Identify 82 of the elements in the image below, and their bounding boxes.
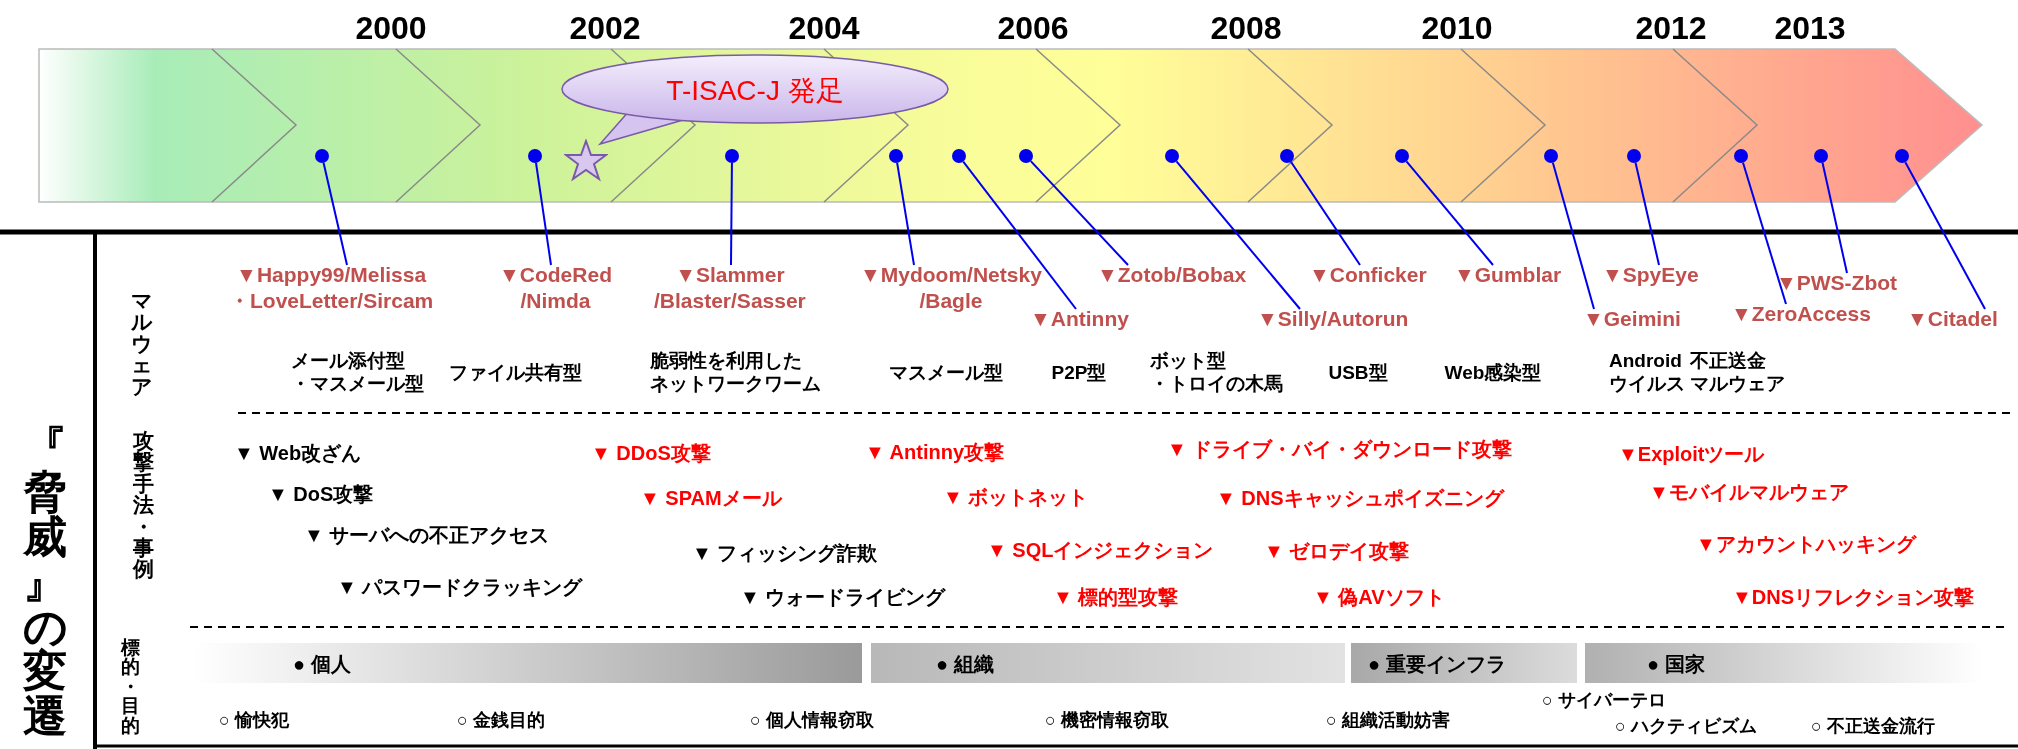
malware-name: ▼Citadel: [1907, 306, 1998, 333]
malware-type: マスメール型: [889, 361, 1003, 385]
row-heading: マルウェア: [131, 290, 153, 398]
malware-name: ▼Conficker: [1309, 262, 1427, 289]
attack-method: ▼Exploitツール: [1618, 442, 1765, 466]
leader-line: [730, 162, 733, 266]
malware-type: 脆弱性を利用したネットワークワーム: [649, 350, 821, 396]
leader-line: [896, 161, 915, 266]
year-label: 2008: [1210, 8, 1282, 48]
leader-line: [1175, 160, 1301, 310]
motive-label: ○ 不正送金流行: [1811, 716, 1935, 738]
motive-label: ○ ハクティビズム: [1615, 716, 1757, 738]
attack-method: ▼ ボットネット: [943, 485, 1089, 509]
malware-type: メール添付型・マスメール型: [290, 350, 424, 396]
malware-name: ▼Happy99/Melissa ・LoveLetter/Sircam: [229, 262, 434, 315]
band-text: ● 組織: [936, 652, 994, 677]
year-label: 2006: [997, 8, 1069, 48]
malware-name: ▼Geimini: [1583, 306, 1681, 333]
malware-name: ▼PWS-Zbot: [1776, 270, 1898, 297]
attack-method: ▼ Web改ざん: [234, 441, 362, 465]
attack-method: ▼ ウォードライビング: [740, 585, 946, 609]
row-heading: 攻撃手法・事例: [133, 430, 155, 580]
attack-method: ▼DNSリフレクション攻撃: [1732, 585, 1975, 609]
malware-name: ▼Silly/Autorun: [1257, 306, 1409, 333]
year-label: 2004: [788, 8, 860, 48]
malware-type: USB型: [1328, 361, 1388, 385]
attack-method: ▼ フィッシング詐欺: [692, 541, 878, 565]
attack-method: ▼ SPAMメール: [640, 486, 782, 510]
attack-method: ▼アカウントハッキング: [1696, 532, 1916, 556]
attack-method: ▼ サーバへの不正アクセス: [304, 523, 550, 547]
attack-method: ▼ Antinny攻撃: [865, 440, 1005, 464]
malware-name: ▼CodeRed /Nimda: [499, 262, 612, 315]
leader-line: [1634, 161, 1660, 266]
year-label: 2000: [355, 8, 427, 48]
motive-label: ○ サイバーテロ: [1542, 690, 1666, 712]
row-heading: 標的・目的: [120, 638, 140, 735]
attack-method: ▼ 標的型攻撃: [1053, 585, 1179, 609]
attack-method: ▼ 偽AVソフト: [1313, 585, 1445, 609]
attack-method: ▼モバイルマルウェア: [1649, 480, 1849, 504]
malware-type: Android ウイルス: [1609, 350, 1685, 396]
malware-name: ▼SpyEye: [1602, 262, 1699, 289]
motive-label: ○ 愉快犯: [219, 710, 289, 732]
leader-line: [322, 161, 348, 266]
malware-type: P2P型: [1051, 361, 1107, 385]
leader-line: [1289, 160, 1361, 266]
leader-line: [1405, 160, 1494, 266]
attack-method: ▼ パスワードクラッキング: [337, 575, 583, 599]
leader-line: [1821, 161, 1848, 274]
malware-name: ▼Zotob/Bobax: [1097, 262, 1247, 289]
balloon-text: T-ISAC-J 発足: [665, 74, 845, 108]
band-text: ● 重要インフラ: [1368, 652, 1506, 677]
target-band: [1351, 643, 1577, 683]
motive-label: ○ 組織活動妨害: [1326, 710, 1450, 732]
band-text: ● 国家: [1647, 652, 1705, 677]
malware-name: ▼ZeroAccess: [1731, 301, 1871, 328]
year-label: 2013: [1774, 8, 1846, 48]
leader-line: [1029, 160, 1129, 266]
attack-method: ▼ DDoS攻撃: [591, 441, 711, 465]
malware-type: 不正送金マルウェア: [1689, 350, 1785, 396]
malware-type: ファイル共有型: [448, 361, 582, 385]
year-label: 2002: [569, 8, 641, 48]
leader-line: [535, 161, 552, 266]
malware-type: ボット型・トロイの木馬: [1149, 350, 1283, 396]
attack-method: ▼ ドライブ・バイ・ダウンロード攻撃: [1167, 437, 1513, 461]
attack-method: ▼ ゼロデイ攻撃: [1264, 539, 1410, 563]
year-label: 2010: [1421, 8, 1493, 48]
attack-method: ▼ DNSキャッシュポイズニング: [1216, 486, 1504, 510]
malware-type: Web感染型: [1444, 361, 1542, 385]
year-label: 2012: [1635, 8, 1707, 48]
band-text: ● 個人: [293, 652, 351, 677]
malware-name: ▼Gumblar: [1454, 262, 1562, 289]
motive-label: ○ 金銭目的: [457, 710, 545, 732]
leader-line: [1551, 161, 1595, 310]
attack-method: ▼ DoS攻撃: [268, 482, 374, 506]
motive-label: ○ 個人情報窃取: [750, 710, 874, 732]
motive-label: ○ 機密情報窃取: [1045, 710, 1169, 732]
section-title: 『脅威』の変遷: [21, 425, 69, 740]
attack-method: ▼ SQLインジェクション: [987, 538, 1214, 562]
leader-line: [962, 160, 1077, 310]
target-band: [871, 643, 1345, 683]
malware-name: ▼Slammer /Blaster/Sasser: [654, 262, 806, 315]
leader-line: [1742, 161, 1787, 305]
